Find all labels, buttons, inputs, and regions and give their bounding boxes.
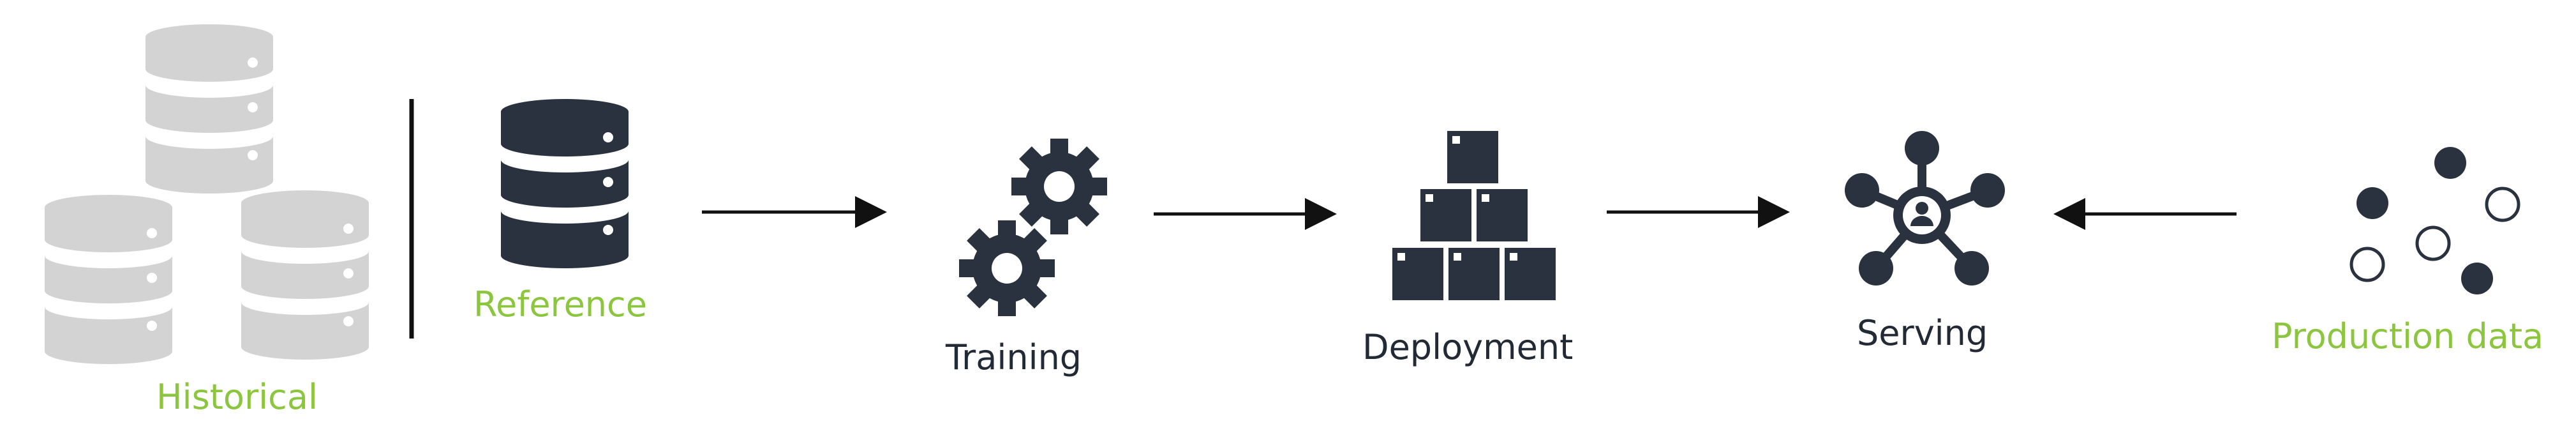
reference-label: Reference [473,284,647,324]
boxes-icon [1392,131,1556,300]
scattered-dots-icon [2349,147,2520,294]
reference-database-icon [501,99,629,268]
serving-label: Serving [1857,313,1988,353]
network-icon [1845,131,2005,286]
historical-databases-icon [45,24,369,364]
deployment-label: Deployment [1362,327,1574,367]
gears-icon [959,139,1107,316]
historical-label: Historical [156,377,318,417]
production-data-label: Production data [2272,316,2544,356]
training-label: Training [946,337,1082,377]
